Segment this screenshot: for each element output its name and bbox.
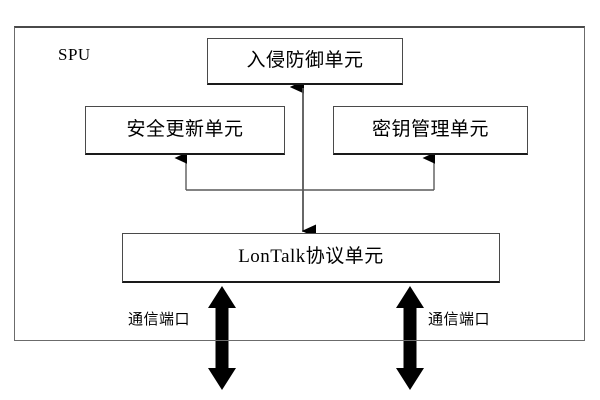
comm-port-left-label: 通信端口 — [128, 312, 191, 328]
connector-shared-bus — [174, 152, 436, 191]
spu-container-boundary — [14, 26, 585, 341]
comm-port-left-arrow — [208, 286, 236, 390]
node-lontalk-protocol-unit[interactable]: LonTalk协议单元 — [122, 233, 500, 283]
node-label-intrusion-prevention-unit: 入侵防御单元 — [246, 49, 364, 71]
spu-title-label: SPU — [58, 45, 91, 64]
node-label-security-update-unit: 安全更新单元 — [126, 118, 244, 140]
node-label-lontalk-protocol-unit: LonTalk协议单元 — [238, 246, 384, 268]
node-key-management-unit[interactable]: 密钥管理单元 — [333, 106, 528, 155]
node-intrusion-prevention-unit[interactable]: 入侵防御单元 — [207, 38, 403, 85]
comm-port-right-label: 通信端口 — [428, 312, 491, 328]
node-security-update-unit[interactable]: 安全更新单元 — [85, 106, 285, 155]
comm-port-right-arrow — [396, 286, 424, 390]
node-label-key-management-unit: 密钥管理单元 — [371, 118, 489, 140]
